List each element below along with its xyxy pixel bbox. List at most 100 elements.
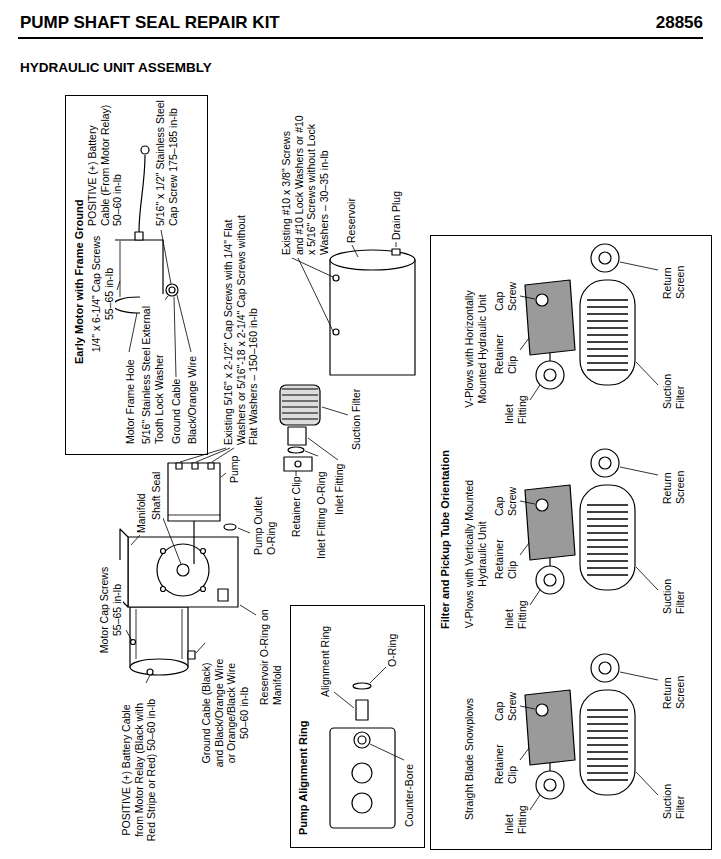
leader-line [530,385,540,400]
leader-line [117,281,120,290]
part-label: O-Ring [386,634,399,667]
filter-assembly-drawing [587,300,628,370]
leader-line [196,643,205,653]
pump-drawing [168,515,220,516]
hydraulic-unit-illustration [113,146,658,828]
leader-line [520,338,529,350]
reservoir-drawing [330,250,415,270]
filter-assembly-drawing [520,449,658,605]
part-label: Suction Filter [661,767,686,819]
leader-line [530,795,540,810]
filter-assembly-drawing [591,244,619,272]
filter-assembly-drawing [536,704,548,716]
early-motor-drawing [139,155,145,232]
leader-line [322,407,348,415]
leader-line [292,258,333,277]
part-label: Inlet Fitting O-Ring [315,471,328,559]
leader-line [196,448,230,462]
filter-assembly-drawing [580,690,635,795]
part-label: Cap Screw [493,681,518,721]
pump-drawing [168,463,236,564]
pickup-parts-drawing [282,389,318,419]
pump-drawing [192,463,198,469]
leader-line [352,245,358,257]
leader-line [334,692,354,708]
manifold-drawing [161,549,166,554]
pump-alignment-drawing [354,732,370,748]
leader-line [129,313,137,352]
leader-line [636,362,658,385]
leader-line [620,262,658,270]
pump-alignment-drawing [356,700,368,720]
part-label: 5/16" Stainless Steel External Tooth Loc… [140,294,165,444]
part-label: Inlet Fitting [503,587,528,629]
pickup-parts-drawing [280,385,320,471]
part-label: Suction Filter [350,389,363,450]
leader-line [520,262,658,400]
panel-heading: Straight Blade Snowplows [463,684,476,834]
part-label: Shaft Seal [150,472,163,520]
pump-drawing [176,463,182,469]
part-label: Return Screen [661,452,686,504]
filter-assembly-drawing [599,662,611,674]
part-label: Suction Filter [661,357,686,409]
pickup-parts-drawing [288,427,306,445]
filter-assembly-drawing [591,654,619,682]
part-number: 28856 [656,13,703,33]
manifold-drawing [161,587,166,592]
motor-drawing [147,669,153,675]
leader-line [370,667,386,683]
leader-line [177,295,191,352]
filter-assembly-drawing [525,280,575,355]
pump-alignment-drawing [358,736,366,744]
pump-drawing [193,521,194,564]
leader-line [520,748,529,760]
torque-note: Ground Cable (Black) and Black/Orange Wi… [200,656,250,770]
filter-assembly-drawing [536,771,564,799]
page-title: PUMP SHAFT SEAL REPAIR KIT [20,13,280,33]
torque-note: Existing #10 x 3/8" Screws and #10 Lock … [280,115,330,255]
leader-line [520,501,535,504]
filter-assembly-drawing [599,252,611,264]
filter-assembly-drawing [580,485,635,590]
early-motor-drawing [120,241,121,297]
filter-assembly-drawing [544,779,556,791]
pickup-parts-drawing [280,385,320,425]
part-label: Alignment Ring [319,626,332,697]
leader-line [240,605,256,615]
leader-line [334,667,404,760]
part-label: Reservoir O-Ring on Manifold [258,595,283,705]
leader-line [520,672,658,810]
reservoir-drawing [392,249,400,255]
filter-assembly-drawing [544,574,556,586]
part-label: 5/16" x 1/2" Stainless Steel Cap Screw 1… [154,100,179,226]
early-motor-drawing [135,232,143,240]
early-motor-drawing [169,287,175,293]
panel-heading: V-Plows with Horizontally Mounted Hydrau… [463,274,488,424]
page-header: PUMP SHAFT SEAL REPAIR KIT 28856HYDRAULIC… [0,0,721,95]
inset-box: Pump Alignment RingAlignment RingO-RingC… [290,605,425,848]
leader-line [126,630,132,641]
pickup-parts-drawing [288,447,304,453]
part-label: Drain Plug [390,191,403,240]
part-label: Pump [228,456,241,483]
manifold-drawing [128,537,238,607]
pump-alignment-drawing [330,667,404,828]
panel-heading: V-Plows with Vertically Mounted Hydrauli… [463,479,488,629]
motor-drawing [130,607,195,675]
leader-line [396,242,397,247]
manifold-drawing [177,564,189,576]
header-rule [18,37,703,39]
manifold-drawing [201,549,206,554]
part-label: Reservoir [345,198,358,243]
pump-drawing [224,524,236,530]
part-label: Inlet Fitting [503,382,528,424]
leader-line [146,675,150,683]
filter-assembly-drawing [599,457,611,469]
part-label: Motor Frame Hole [124,359,137,444]
pump-alignment-drawing [353,683,371,689]
section-heading: HYDRAULIC UNIT ASSEMBLY [20,60,212,76]
part-label: Pump Outlet O-Ring [252,485,277,555]
leader-line [530,590,540,605]
leader-line [163,518,181,564]
